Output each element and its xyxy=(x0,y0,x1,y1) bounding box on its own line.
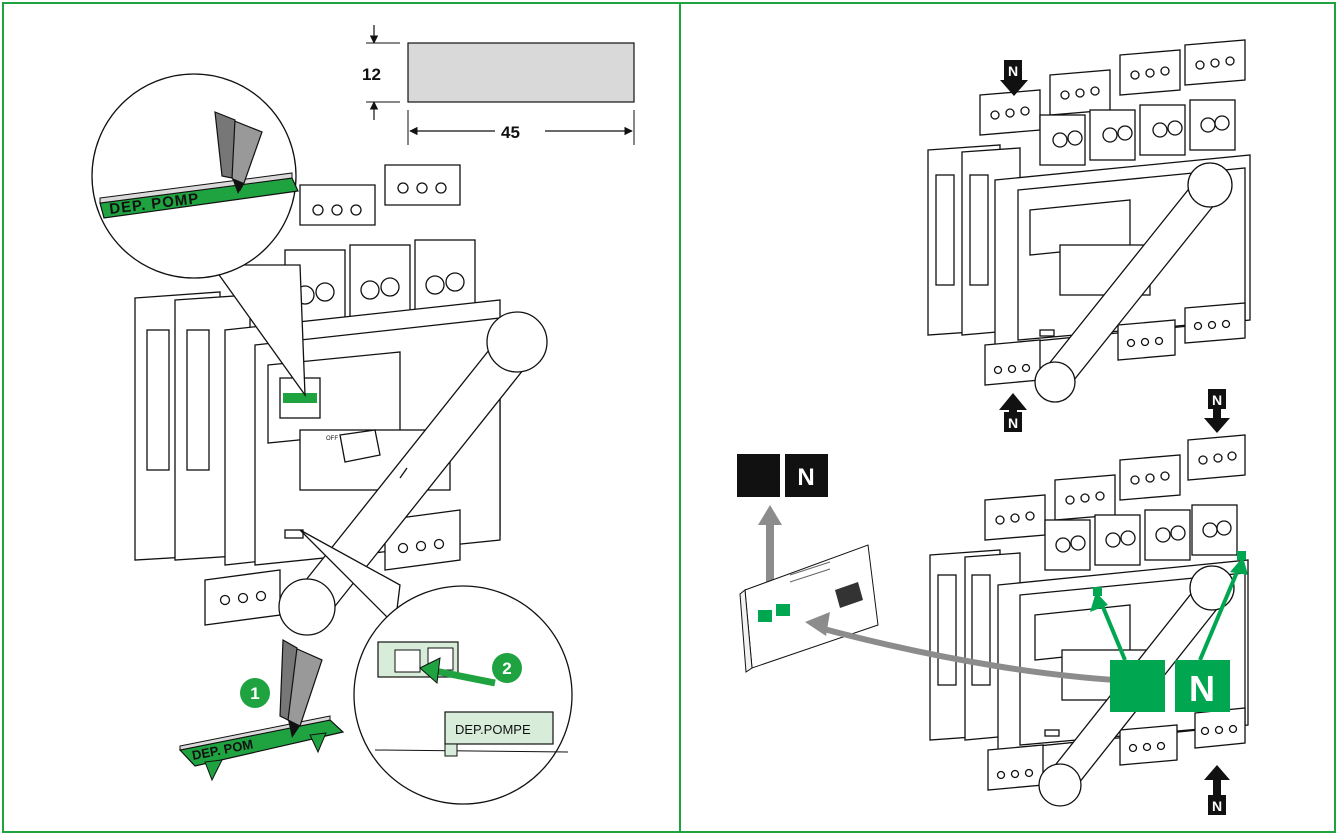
instruction-leaflet xyxy=(739,544,879,673)
switch-device-right-bottom xyxy=(929,434,1249,807)
n-letter-lower-right-arrow: N xyxy=(1212,798,1222,814)
n-arrow-icon: N xyxy=(1204,389,1230,433)
n-letter-bottom-arrow: N xyxy=(1008,415,1018,431)
legend-black-square xyxy=(737,454,780,497)
step1-number: 1 xyxy=(250,684,259,703)
magnified-callout-bottom: DEP.POMPE 2 xyxy=(299,529,573,805)
height-dimension: 12 xyxy=(362,65,381,84)
left-panel: 12 45 xyxy=(91,25,635,805)
n-arrow-icon: N xyxy=(1000,60,1028,96)
n-arrow-icon: N xyxy=(1204,765,1230,815)
up-arrow-icon xyxy=(758,505,782,600)
legend-n-square xyxy=(785,454,828,497)
n-letter-upper-right-arrow: N xyxy=(1212,392,1222,408)
neutral-slot-right xyxy=(1237,551,1246,560)
n-letter-top-arrow: N xyxy=(1008,63,1018,79)
neutral-slot-left xyxy=(1093,587,1102,596)
width-dimension: 45 xyxy=(501,123,520,142)
pencil-icon xyxy=(279,638,323,738)
green-label-slot xyxy=(283,393,317,403)
label-blank xyxy=(407,42,635,103)
device-off-label: OFF xyxy=(326,436,338,442)
step2-label xyxy=(444,711,554,745)
n-arrow-icon: N xyxy=(999,393,1027,432)
grey-arrow-head xyxy=(805,612,830,636)
legend-neutral: N xyxy=(737,454,828,600)
callout-n-square xyxy=(1175,660,1230,712)
magnified-callout-top: DEP. POMP xyxy=(91,73,306,398)
step2-badge xyxy=(492,653,522,683)
callout-n-letter: N xyxy=(1189,668,1215,709)
step2-label-text: DEP.POMPE xyxy=(455,722,531,737)
switch-device-right-top xyxy=(927,39,1251,403)
pencil-icon xyxy=(214,111,263,194)
step1-illustration: DEP. POM 1 xyxy=(178,638,345,782)
step2-number: 2 xyxy=(502,659,511,678)
push-arrow-icon xyxy=(429,666,496,687)
legend-n-letter: N xyxy=(797,464,814,491)
label-dimension-drawing: 12 45 xyxy=(362,25,635,145)
callout-green-square xyxy=(1110,660,1165,712)
neutral-callouts: N xyxy=(1090,557,1248,712)
step1-badge xyxy=(240,678,270,708)
right-panel: N N xyxy=(737,39,1251,815)
